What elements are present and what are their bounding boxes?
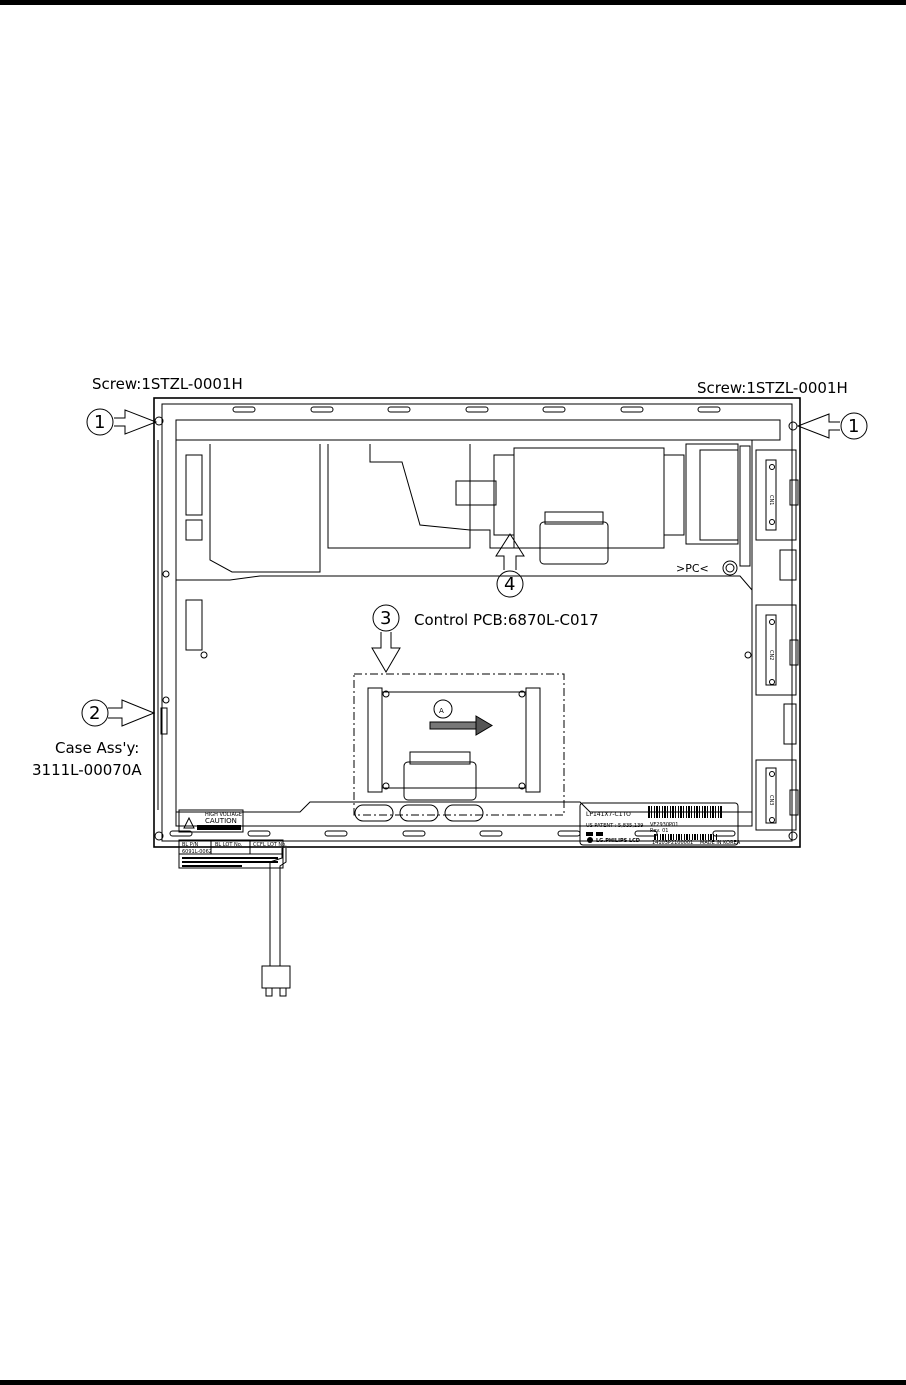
bottom-border-rule (0, 1380, 906, 1385)
direction-arrow-a: A (429, 699, 493, 736)
product-model: LP141X7-C1TO (586, 811, 631, 818)
side-label-cn3: CN3 (768, 795, 774, 805)
warning-title-2: CAUTION (205, 817, 237, 825)
product-serial: 14103P2100001 (652, 840, 693, 846)
callout-2: 2 (81, 699, 156, 727)
control-pcb-detail (353, 673, 565, 816)
lot-col-ccfl-lot: CCFL LOT No. (253, 842, 287, 848)
installed-control-pcb (369, 443, 739, 576)
screw-label-right: Screw:1STZL-0001H (697, 379, 848, 397)
pc-mark: >PC< (676, 562, 709, 575)
lot-number-table: BL P/N BL LOT No. CCFL LOT No. 6091L-006… (178, 839, 287, 869)
right-side-connectors: CN1 CN2 CN3 (755, 449, 799, 831)
callout-4-number: 4 (504, 574, 515, 595)
callout-1-right-number: 1 (848, 416, 859, 437)
callout-1-right: 1 (796, 412, 868, 440)
lot-part-number: 6091L-0062 (182, 849, 212, 855)
lot-col-bl-pn: BL P/N (182, 842, 199, 848)
callout-1-left-number: 1 (94, 412, 105, 433)
case-assy-label: Case Ass'y: (55, 739, 139, 757)
bottom-frame-slots (169, 830, 736, 837)
product-rev: Rev. 01 (650, 828, 668, 834)
barcode-top (648, 806, 722, 818)
control-pcb-label: Control PCB:6870L-C017 (414, 611, 599, 629)
callout-3: 3 (371, 604, 401, 673)
lot-col-bl-lot: BL LOT No. (215, 842, 243, 848)
side-label-cn2: CN2 (768, 650, 774, 660)
product-label: LP141X7-C1TO US PATENT : 5,835,139 VF293… (579, 802, 741, 846)
brand-logo-icon (587, 837, 593, 843)
callout-4: 4 (495, 533, 525, 598)
screw-label-left: Screw:1STZL-0001H (92, 375, 243, 393)
top-frame-slots (232, 406, 721, 413)
callout-1-left: 1 (86, 408, 158, 436)
top-border-rule (0, 0, 906, 5)
product-patent: US PATENT : 5,835,139 (586, 823, 643, 829)
cert-mark-icon-2 (596, 832, 603, 836)
cert-mark-icon (586, 832, 593, 836)
case-assy-part-number: 3111L-00070A (32, 761, 142, 779)
callout-2-number: 2 (89, 703, 100, 724)
backlight-cable (261, 848, 291, 997)
callout-a: A (439, 707, 444, 715)
lcd-frame (153, 397, 801, 848)
side-label-cn1: CN1 (768, 495, 774, 505)
product-brand: LG.PHILIPS LCD (596, 838, 640, 844)
product-code: VF2930P01 (650, 822, 678, 828)
product-origin: MADE IN KOREA (700, 840, 741, 846)
high-voltage-warning-label: HIGH VOLTAGE CAUTION (178, 809, 244, 833)
barcode-bottom (654, 834, 717, 840)
warning-title-1: HIGH VOLTAGE (205, 812, 242, 818)
callout-3-number: 3 (380, 608, 391, 629)
